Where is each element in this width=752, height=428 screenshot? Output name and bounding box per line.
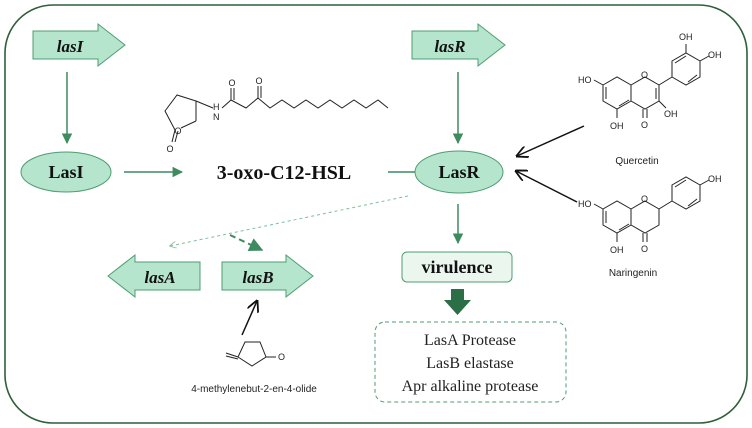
arrow-LasR-to-lasB [229,234,264,251]
quercetin-label: Quercetin [615,156,658,167]
signal-molecule-label: 3-oxo-C12-HSL [217,162,351,184]
gene-lasR-label: lasR [434,37,465,56]
arrow-LasR-to-lasA [170,195,409,246]
gene-lasR: lasR [411,22,506,68]
naringenin-atom-OH-4p: OH [708,174,722,184]
naringenin-atom-O-ring: O [641,194,648,204]
naringenin-atom-O-keto: O [641,244,648,254]
naringenin-atom-OH-5: OH [610,245,624,255]
methylenebutenolide-structure: O [225,341,285,367]
quercetin-atom-OH-5: OH [610,121,624,131]
naringenin-label: Naringenin [609,268,657,279]
virulence-factors-box: LasA Protease LasB elastase Apr alkaline… [374,321,567,403]
quercetin-structure: HO O OH O OH OH OH [578,32,722,131]
quercetin-atom-OH-3p: OH [679,32,693,42]
arrow-methylenebutenolide-to-lasB [241,301,257,336]
atom-O-carbonyl: O [166,144,173,154]
gene-lasI: lasI [32,22,126,68]
naringenin-structure: HO O OH O OH [578,174,722,255]
atom-H-amide: H [213,102,220,112]
protein-LasR: LasR [414,150,504,194]
virulence-factor-lasB-elastase: LasB elastase [426,355,514,372]
virulence-factor-apr-protease: Apr alkaline protease [402,378,539,395]
hsl-structure: O O H N O O [164,76,389,154]
cell-frame [4,4,748,424]
virulence-factor-lasA-protease: LasA Protease [424,332,516,349]
protein-LasI: LasI [20,151,112,193]
gene-lasI-label: lasI [57,37,85,56]
gene-lasB: lasB [221,253,314,299]
virulence-label: virulence [422,257,493,277]
atom-O-ring: O [174,126,181,136]
atom-N-amide: N [213,112,220,122]
gene-lasB-label: lasB [242,268,273,287]
quercetin-atom-O-ring: O [641,70,648,80]
quercetin-atom-HO-A: HO [578,75,592,85]
protein-LasI-label: LasI [48,162,83,182]
protein-LasR-label: LasR [438,162,480,182]
virulence-box: virulence [401,251,513,283]
methylenebutenolide-label: 4-methylenebut-2-en-4-olide [191,384,317,395]
arrow-virulence-to-factors [444,289,471,315]
atom-O-methylenebutenolide: O [278,352,285,362]
quercetin-atom-O-keto: O [641,120,648,130]
naringenin-atom-HO-A: HO [578,199,592,209]
atom-O-keto: O [255,76,262,86]
arrow-naringenin-to-LasR [516,171,578,203]
atom-O-amide: O [228,78,235,88]
arrow-quercetin-to-LasR [517,125,585,156]
quercetin-atom-OH-3: OH [664,109,678,119]
gene-lasA-label: lasA [144,268,175,287]
quercetin-atom-OH-4p: OH [708,50,722,60]
gene-lasA: lasA [107,253,201,299]
